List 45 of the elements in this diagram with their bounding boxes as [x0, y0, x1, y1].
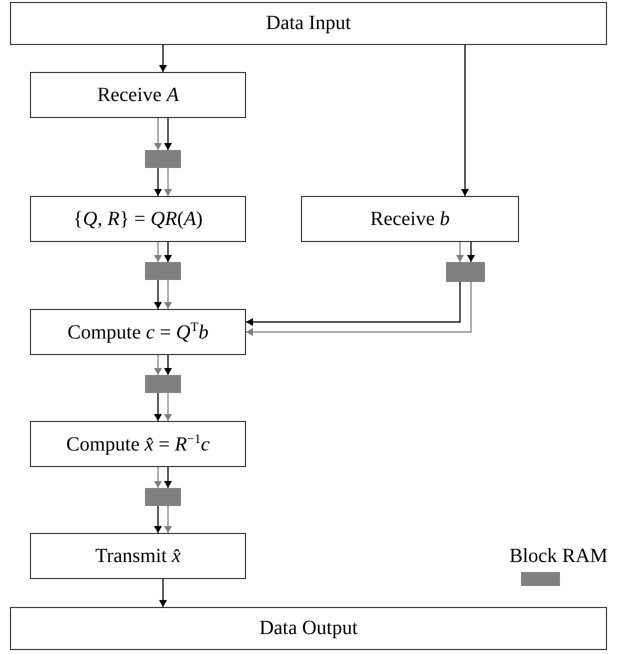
arrow	[154, 506, 162, 533]
arrow	[154, 168, 162, 196]
arrow	[164, 242, 172, 262]
box-label: Data Input	[266, 12, 351, 35]
box-label: Receive A	[97, 84, 179, 106]
process-box	[30, 196, 246, 242]
block-ram-bar	[145, 375, 181, 393]
arrow	[154, 355, 162, 375]
arrow	[164, 467, 172, 488]
arrow	[467, 242, 475, 262]
block-ram-bar	[145, 262, 181, 280]
arrow	[154, 467, 162, 488]
arrow	[461, 45, 469, 196]
legend-label: Block RAM	[508, 545, 609, 568]
arrow	[154, 280, 162, 309]
arrow	[164, 168, 172, 196]
arrow	[246, 282, 472, 336]
arrow	[456, 242, 464, 262]
box-label: Compute x̂ = R$^{−1}$c	[66, 431, 210, 457]
process-box	[30, 533, 246, 579]
arrow	[159, 45, 167, 72]
arrow	[164, 506, 172, 533]
process-box	[30, 421, 246, 467]
process-box	[30, 72, 246, 118]
arrow	[159, 579, 167, 607]
box-label: Receive b	[370, 208, 450, 230]
arrow	[164, 355, 172, 375]
arrow	[246, 282, 461, 326]
process-box	[10, 607, 607, 650]
block-ram-bar	[145, 150, 181, 168]
box-label: Compute c = Q$^{T}$b	[68, 319, 208, 345]
box-label: Data Output	[259, 617, 358, 640]
arrow	[164, 118, 172, 150]
process-box	[10, 2, 607, 45]
process-box	[301, 196, 519, 242]
arrow	[164, 393, 172, 421]
box-label: Transmit x̂	[95, 544, 181, 568]
process-box	[30, 309, 246, 355]
box-label: {Q, R} = QR(A)	[73, 208, 203, 230]
arrow	[154, 118, 162, 150]
arrow	[154, 242, 162, 262]
block-ram-bar	[446, 262, 485, 282]
arrow	[164, 280, 172, 309]
arrow	[154, 393, 162, 421]
block-ram-bar	[145, 488, 181, 506]
